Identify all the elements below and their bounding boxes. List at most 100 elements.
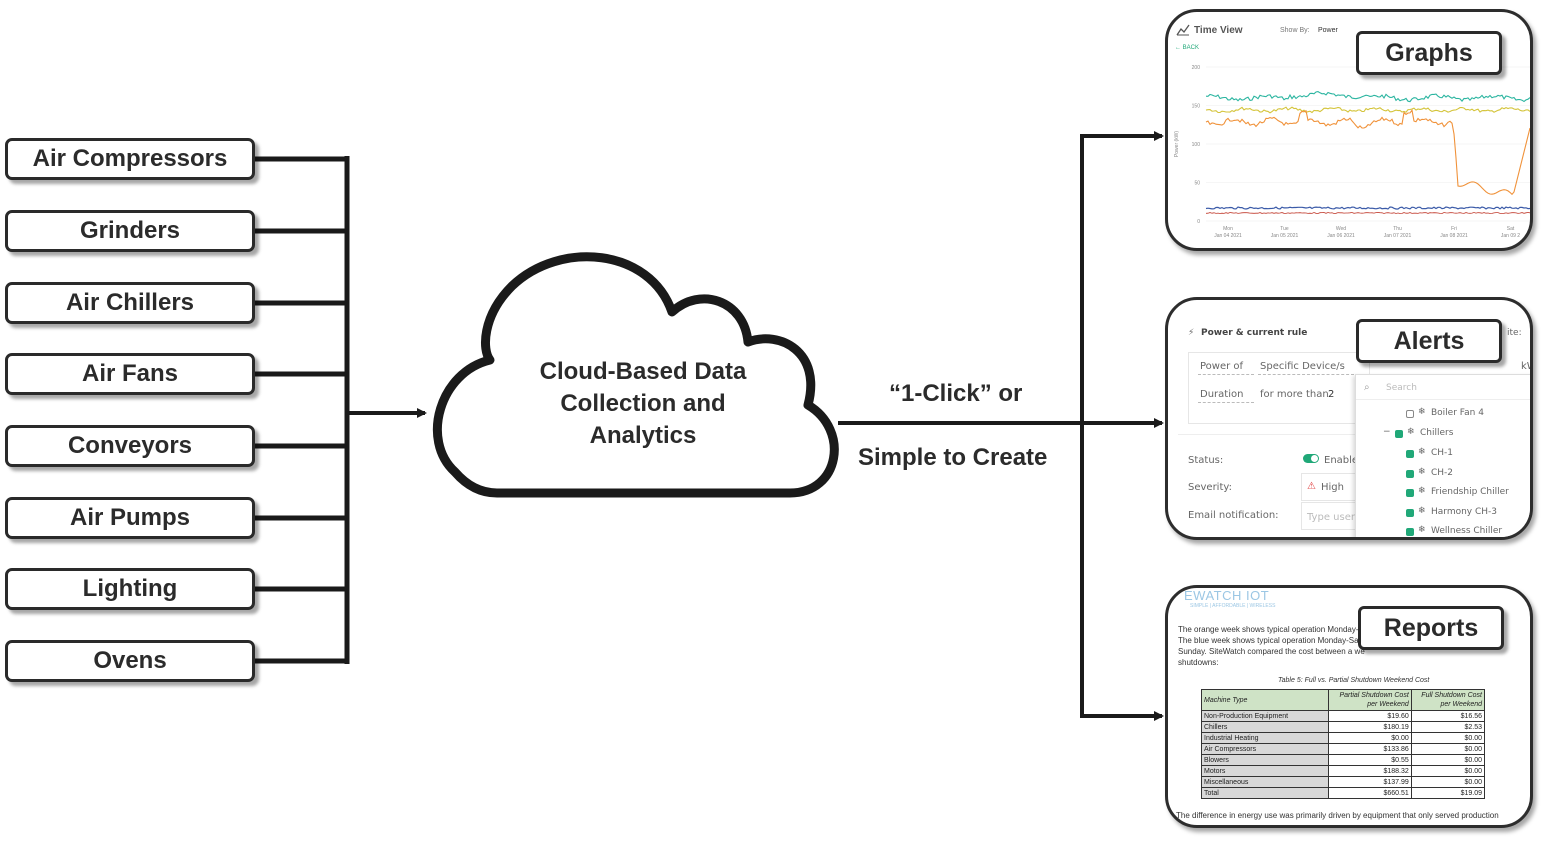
- x-tick-day: Fri: [1451, 226, 1457, 232]
- snowflake-icon: ❄: [1418, 407, 1426, 417]
- checkbox-harmony-ch-3[interactable]: [1406, 509, 1414, 517]
- device-boiler-fan-4: Boiler Fan 4: [1431, 408, 1484, 418]
- snowflake-icon: ❄: [1407, 427, 1415, 437]
- table-row: Chillers$180.19$2.53: [1201, 721, 1486, 733]
- cloud-label-line1: Cloud-Based Data: [539, 358, 747, 385]
- logo-tagline: SIMPLE | AFFORDABLE | WIRELESS: [1190, 603, 1276, 609]
- cloud-label-line2: Collection and: [560, 390, 726, 417]
- device-wellness-chiller: Wellness Chiller: [1431, 526, 1503, 536]
- checkbox-ch-1[interactable]: [1406, 450, 1414, 458]
- x-tick-day: Thu: [1393, 226, 1402, 232]
- show-by-label: Show By:: [1280, 27, 1310, 34]
- table-row: Industrial Heating$0.00$0.00: [1201, 732, 1486, 744]
- series-red: [1205, 212, 1530, 214]
- checkbox-chillers[interactable]: [1395, 430, 1403, 438]
- device-ch-1: CH-1: [1431, 448, 1454, 458]
- one-click-label: “1-Click” or: [889, 380, 1023, 407]
- severity-label: Severity:: [1188, 482, 1232, 493]
- snowflake-icon: ❄: [1418, 506, 1426, 516]
- checkbox-ch-2[interactable]: [1406, 470, 1414, 478]
- device-ch-2: CH-2: [1431, 468, 1454, 478]
- table-row: Total$660.51$19.09: [1201, 787, 1486, 799]
- col-machine-type: Machine Type: [1201, 689, 1329, 711]
- snowflake-icon: ❄: [1418, 447, 1426, 457]
- report-paragraph-line4: shutdowns:: [1178, 658, 1219, 667]
- email-placeholder: Type user: [1307, 512, 1355, 523]
- series-blue: [1205, 206, 1530, 210]
- back-link[interactable]: ← BACK: [1175, 45, 1200, 51]
- x-tick-day: Wed: [1336, 226, 1346, 232]
- report-footer-text: The difference in energy use was primari…: [1176, 811, 1499, 820]
- source-air-compressors: Air Compressors: [5, 138, 255, 180]
- x-tick-date: Jan 09 2: [1501, 233, 1520, 239]
- severity-value: High: [1321, 482, 1344, 493]
- device-dropdown: ⌕ Search ❄ Boiler Fan 4 − ❄ Chillers ❄ C…: [1355, 374, 1530, 537]
- source-air-fans: Air Fans: [5, 353, 255, 395]
- cloud-shape: [432, 252, 839, 498]
- source-conveyors: Conveyors: [5, 425, 255, 467]
- bolt-icon: ⚡: [1188, 328, 1195, 338]
- status-label: Status:: [1188, 455, 1224, 466]
- device-chillers: Chillers: [1420, 428, 1454, 438]
- sitewatch-logo: EWATCH IOT: [1184, 588, 1270, 603]
- duration-label: Duration: [1200, 389, 1244, 400]
- device-select[interactable]: Specific Device/s: [1260, 361, 1345, 372]
- checkbox-wellness-chiller[interactable]: [1406, 528, 1414, 536]
- x-tick-date: Jan 05 2021: [1271, 233, 1299, 239]
- checkbox-friendship-chiller[interactable]: [1406, 489, 1414, 497]
- ite-fragment: ite:: [1507, 328, 1522, 338]
- cloud-label-line3: Analytics: [589, 422, 697, 449]
- source-air-pumps: Air Pumps: [5, 497, 255, 539]
- for-more-than-label: for more than: [1260, 389, 1329, 400]
- y-axis-label: Power (kW): [1174, 131, 1180, 157]
- x-tick-day: Sat: [1507, 226, 1515, 232]
- y-tick-label: 100: [1192, 142, 1201, 148]
- reports-tag: Reports: [1358, 606, 1504, 650]
- rule-title: Power & current rule: [1201, 328, 1308, 338]
- status-toggle[interactable]: [1303, 454, 1319, 463]
- report-paragraph-line2: The blue week shows typical operation Mo…: [1178, 636, 1361, 645]
- chart-icon: [1176, 24, 1190, 36]
- device-harmony-ch-3: Harmony CH-3: [1431, 507, 1498, 517]
- report-paragraph-line3: Sunday. SiteWatch compared the cost betw…: [1178, 647, 1365, 656]
- series-orange: [1205, 108, 1530, 196]
- show-by-select[interactable]: Power: [1318, 27, 1338, 34]
- duration-input[interactable]: 2: [1328, 389, 1335, 400]
- series-gold: [1205, 106, 1530, 114]
- email-label: Email notification:: [1188, 510, 1279, 521]
- x-tick-day: Tue: [1280, 226, 1289, 232]
- snowflake-icon: ❄: [1418, 467, 1426, 477]
- status-value: Enable: [1324, 455, 1359, 466]
- y-tick-label: 50: [1194, 181, 1200, 187]
- table-row: Air Compressors$133.86$0.00: [1201, 743, 1486, 755]
- x-tick-date: Jan 08 2021: [1440, 233, 1468, 239]
- power-of-label: Power of: [1200, 361, 1244, 372]
- x-tick-date: Jan 04 2021: [1214, 233, 1242, 239]
- table-row: Motors$188.32$0.00: [1201, 765, 1486, 777]
- source-grinders: Grinders: [5, 210, 255, 252]
- search-icon: ⌕: [1364, 382, 1370, 393]
- table-caption: Table 5: Full vs. Partial Shutdown Weeke…: [1278, 677, 1430, 684]
- source-air-chillers: Air Chillers: [5, 282, 255, 324]
- table-row: Blowers$0.55$0.00: [1201, 754, 1486, 766]
- x-tick-date: Jan 07 2021: [1384, 233, 1412, 239]
- warning-icon: ⚠: [1307, 481, 1316, 492]
- kw-unit: kW: [1521, 361, 1530, 372]
- table-row: Miscellaneous$137.99$0.00: [1201, 776, 1486, 788]
- x-tick-day: Mon: [1223, 226, 1233, 232]
- checkbox-boiler-fan-4[interactable]: [1406, 410, 1414, 418]
- y-tick-label: 200: [1192, 65, 1201, 71]
- table-row: Non-Production Equipment$19.60$16.56: [1201, 710, 1486, 722]
- device-search-input[interactable]: Search: [1386, 383, 1417, 393]
- snowflake-icon: ❄: [1418, 525, 1426, 535]
- time-view-title: Time View: [1194, 25, 1243, 36]
- cloud-label: Cloud-Based Data Collection and Analytic…: [505, 356, 781, 452]
- graphs-tag: Graphs: [1356, 31, 1502, 75]
- device-friendship-chiller: Friendship Chiller: [1431, 487, 1509, 497]
- collapse-icon[interactable]: −: [1383, 427, 1391, 437]
